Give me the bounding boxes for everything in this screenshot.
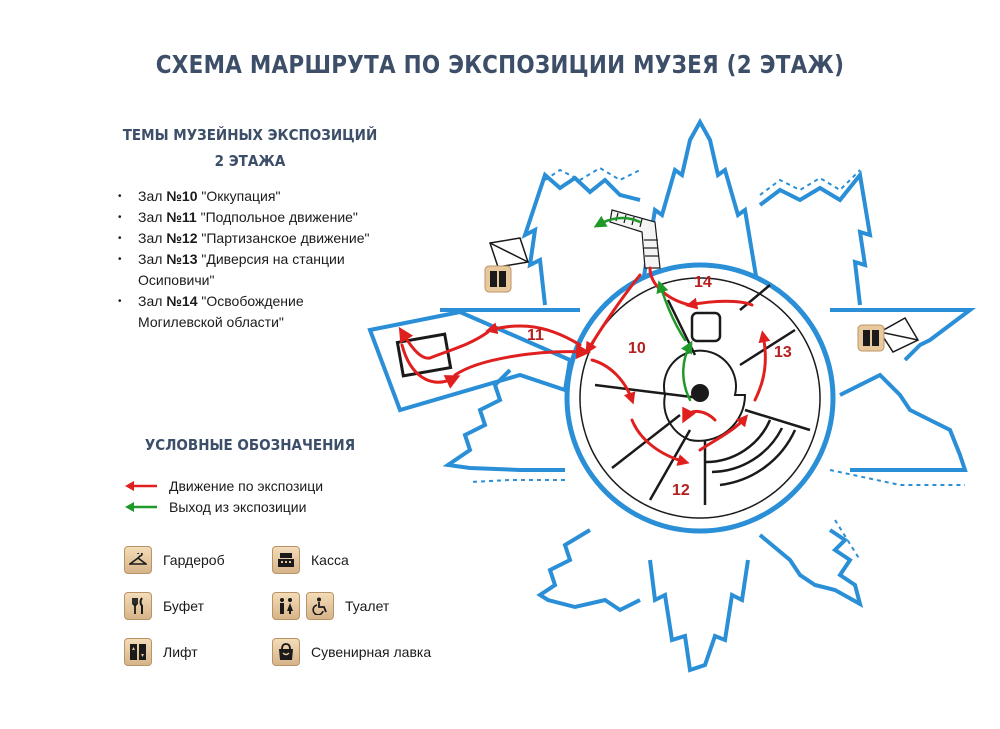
legend-heading: УСЛОВНЫЕ ОБОЗНАЧЕНИЯ <box>144 436 356 454</box>
legend-buffet: Буфет <box>124 592 204 620</box>
exhibit-box <box>690 311 722 343</box>
topic-prefix: Зал <box>138 293 167 309</box>
cutlery-icon <box>124 592 152 620</box>
topic-text: "Оккупация" <box>197 188 281 204</box>
green-arrow-icon <box>125 502 157 512</box>
central-exhibit <box>691 384 709 402</box>
legend-toilet: Туалет <box>272 592 389 620</box>
elevator-icon <box>124 638 152 666</box>
topic-prefix: Зал <box>138 188 167 204</box>
topic-text: "Диверсия на станции Осиповичи" <box>138 251 345 288</box>
topics-heading-line2: 2 ЭТАЖА <box>214 152 286 170</box>
topics-heading: ТЕМЫ МУЗЕЙНЫХ ЭКСПОЗИЦИЙ 2 ЭТАЖА <box>111 122 390 174</box>
topic-number: №14 <box>166 293 198 309</box>
page-title: СХЕМА МАРШРУТА ПО ЭКСПОЗИЦИИ МУЗЕЯ (2 ЭТ… <box>155 50 845 79</box>
hall-label-14: 14 <box>694 274 712 291</box>
hanger-icon <box>124 546 152 574</box>
topic-number: №11 <box>166 209 197 225</box>
map-elevator-icon-right <box>857 324 885 352</box>
route-arrows <box>398 266 771 466</box>
star-outline <box>440 117 976 673</box>
hall-label-11: 11 <box>527 327 544 344</box>
wheelchair-icon <box>306 592 334 620</box>
map-elevator-icon-left <box>484 265 512 293</box>
facility-label: Буфет <box>163 598 204 614</box>
facility-label: Сувенирная лавка <box>311 644 432 660</box>
topic-text: "Партизанское движение" <box>197 230 370 246</box>
topic-number: №13 <box>166 251 198 267</box>
topic-number: №10 <box>166 188 198 204</box>
list-item: Зал №14 "Освобождение Могилевской област… <box>118 291 378 333</box>
legend-route-movement: Движение по экспозици <box>125 478 323 494</box>
facility-label: Туалет <box>345 598 390 614</box>
rotunda-inner-ring <box>579 277 821 519</box>
cash-register-icon <box>272 546 300 574</box>
legend-route-label: Выход из экспозиции <box>169 499 307 515</box>
hall-label-12: 12 <box>672 482 690 499</box>
central-exhibit-ring <box>663 349 747 442</box>
hall-label-10: 10 <box>628 340 646 357</box>
topics-list: Зал №10 "Оккупация" Зал №11 "Подпольное … <box>118 186 378 333</box>
facility-label: Лифт <box>163 644 198 660</box>
legend-route-exit: Выход из экспозиции <box>125 499 306 515</box>
hall-label-13: 13 <box>774 344 792 361</box>
facility-label: Касса <box>311 552 349 568</box>
red-arrow-icon <box>125 481 157 491</box>
list-item: Зал №12 "Партизанское движение" <box>118 228 378 249</box>
topic-prefix: Зал <box>138 209 167 225</box>
topic-number: №12 <box>166 230 198 246</box>
topic-text: "Подпольное движение" <box>196 209 358 225</box>
topic-prefix: Зал <box>138 251 167 267</box>
legend-wardrobe: Гардероб <box>124 546 225 574</box>
topic-text: "Освобождение Могилевской области" <box>138 293 304 330</box>
topics-heading-line1: ТЕМЫ МУЗЕЙНЫХ ЭКСПОЗИЦИЙ <box>122 126 378 144</box>
shopping-bag-icon <box>272 638 300 666</box>
elevator-shaft-left <box>489 237 529 268</box>
legend-souvenir-shop: Сувенирная лавка <box>272 638 431 666</box>
list-item: Зал №11 "Подпольное движение" <box>118 207 378 228</box>
toilet-icon <box>272 592 300 620</box>
list-item: Зал №10 "Оккупация" <box>118 186 378 207</box>
facility-label: Гардероб <box>163 552 225 568</box>
topic-prefix: Зал <box>138 230 167 246</box>
legend-cashier: Касса <box>272 546 349 574</box>
star-dashed-walls <box>469 166 965 561</box>
legend-route-label: Движение по экспозици <box>169 478 324 494</box>
exit-arrows <box>593 215 693 402</box>
legend-elevator: Лифт <box>124 638 198 666</box>
list-item: Зал №13 "Диверсия на станции Осиповичи" <box>118 249 378 291</box>
elevator-shaft-right <box>878 316 920 353</box>
